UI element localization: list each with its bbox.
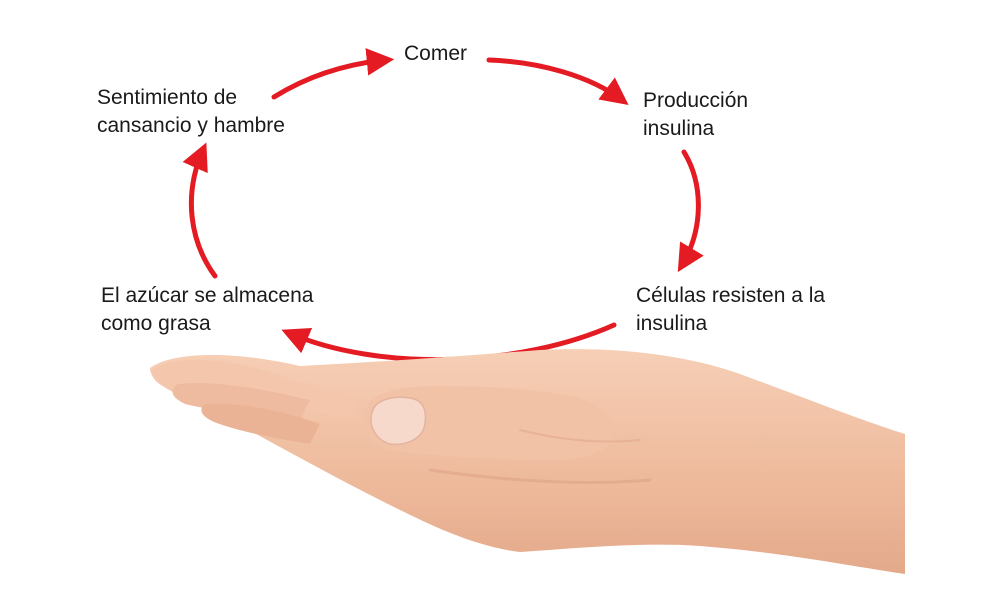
step-sentimiento-cansancio: Sentimiento de cansancio y hambre — [97, 84, 285, 140]
step-produccion-insulina: Producción insulina — [643, 87, 748, 143]
arrow-azucar-to-sentimiento — [182, 142, 218, 279]
arrow-sentimiento-to-comer — [271, 48, 395, 100]
step-azucar-grasa: El azúcar se almacena como grasa — [101, 282, 313, 338]
step-comer-line-1: Comer — [404, 42, 468, 65]
step-produccion-line-1: Producción — [643, 89, 749, 112]
open-palm-hand-icon — [150, 349, 905, 574]
step-azucar-line-1: El azúcar se almacena — [101, 284, 314, 307]
step-celulas-line-2: insulina — [636, 312, 708, 335]
arrow-produccion-to-celulas — [677, 149, 704, 273]
arrow-comer-to-produccion — [486, 57, 629, 105]
step-sentimiento-line-2: cansancio y hambre — [97, 114, 285, 137]
step-produccion-line-2: insulina — [643, 117, 715, 140]
step-azucar-line-2: como grasa — [101, 312, 211, 335]
step-comer: Comer — [404, 40, 467, 68]
step-celulas-line-1: Células resisten a la — [636, 284, 826, 307]
step-celulas-resisten: Células resisten a la insulina — [636, 282, 825, 338]
step-sentimiento-line-1: Sentimiento de — [97, 86, 238, 109]
